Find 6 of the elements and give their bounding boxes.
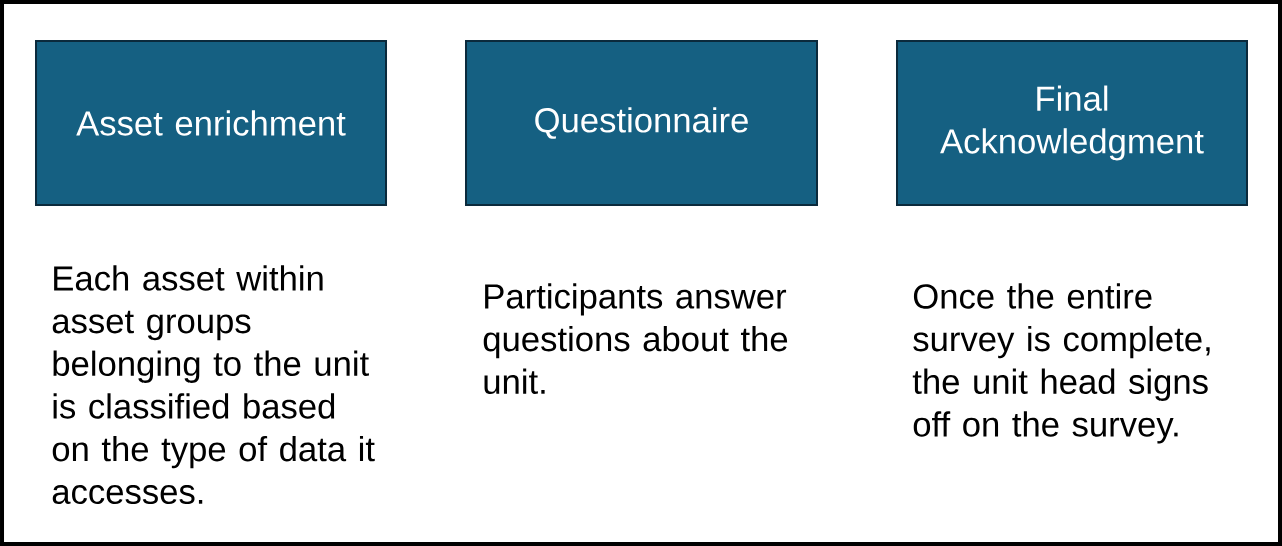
description-text: Each asset within asset groups belonging to the unit is classified based on the type of data it accesses. [52, 265, 375, 505]
step-box: Questionnaire [465, 40, 818, 206]
step-box: Asset enrichment [35, 40, 387, 206]
description-text: Once the entire survey is complete, the unit head signs off on the survey. [912, 283, 1210, 444]
description-text: Participants answer questions about the unit. [483, 283, 788, 395]
step-box: Final Acknowledgment [896, 40, 1248, 206]
